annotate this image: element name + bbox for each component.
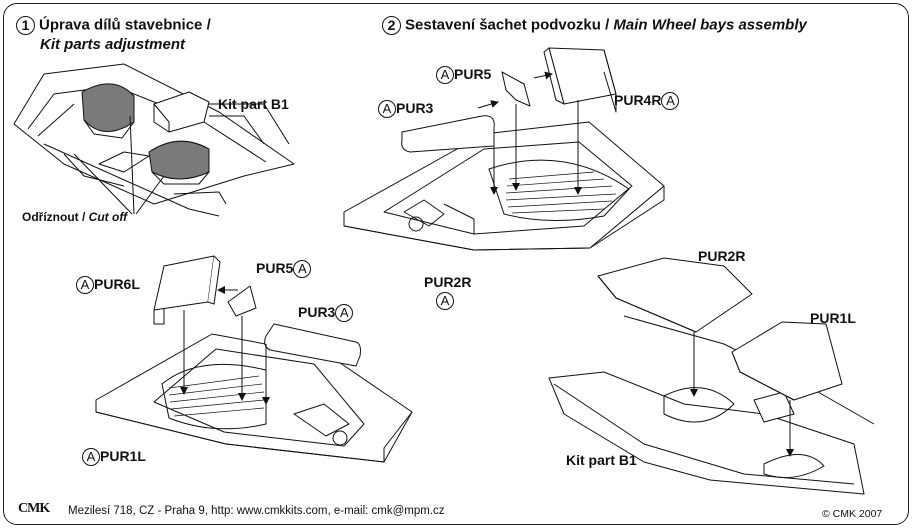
pur6l-text: PUR6L xyxy=(94,276,140,292)
part-pur6l xyxy=(153,255,221,325)
resin-marker-icon: A xyxy=(335,304,354,323)
part-pur5-left xyxy=(227,285,257,317)
kit-part-b1-label: Kit part B1 xyxy=(218,96,289,112)
label-pur2r-mid-marker: A xyxy=(436,292,454,311)
pur1l-bottom-text: PUR1L xyxy=(100,448,146,464)
drawing-canvas xyxy=(13,47,875,495)
resin-marker-icon: A xyxy=(76,276,94,295)
resin-marker-icon: A xyxy=(293,260,312,279)
pur3-top-text: PUR3 xyxy=(396,100,434,116)
step1-number-icon: 1 xyxy=(16,16,35,35)
wheel-bay-top xyxy=(343,121,665,251)
pur4r-text: PUR4R xyxy=(614,92,662,108)
pur5-top-text: PUR5 xyxy=(454,66,492,82)
cut-off-label-en: Cut off xyxy=(88,210,128,224)
resin-marker-icon: A xyxy=(378,100,396,119)
kit-part-b1-step1 xyxy=(13,63,295,217)
assembly-arrows-bottom-left xyxy=(180,286,270,405)
step1-title-cz: Úprava dílů stavebnice / xyxy=(39,16,211,34)
part-pur3-left xyxy=(264,323,361,367)
part-pur2r-right xyxy=(597,257,753,333)
cut-off-label-cz: Odříznout / xyxy=(22,210,86,224)
part-pur3-top xyxy=(401,115,495,153)
step2-number-icon: 2 xyxy=(382,16,401,35)
cut-off-pointer-lines xyxy=(73,115,165,215)
footer-copyright: © CMK 2007 xyxy=(822,508,883,520)
pur5-left-text: PUR5 xyxy=(256,260,294,276)
cmk-logo: CMK xyxy=(18,501,50,516)
resin-marker-icon: A xyxy=(436,66,454,85)
step2-title-en: Main Wheel bays assembly xyxy=(613,16,807,34)
part-pur1l-right xyxy=(731,321,843,401)
resin-marker-icon: A xyxy=(661,92,680,111)
resin-marker-icon: A xyxy=(82,448,100,467)
assembly-arrows-top xyxy=(477,71,582,195)
assembly-arrows-right xyxy=(690,332,794,457)
cut-off-label: Odříznout / Cut off xyxy=(22,210,127,224)
step1-subtitle: Kit parts adjustment xyxy=(40,36,185,53)
step2-title-cz: Sestavení šachet podvozku / xyxy=(405,16,610,34)
wheel-bay-bottom-left xyxy=(95,333,413,463)
part-pur4r xyxy=(543,47,617,113)
footer-address: Mezilesí 718, CZ - Praha 9, http: www.cm… xyxy=(68,505,445,517)
label-kit-part-b1-right: Kit part B1 xyxy=(566,452,637,468)
label-pur2r-mid: PUR2R xyxy=(424,274,472,290)
label-pur2r-right: PUR2R xyxy=(698,248,746,264)
part-pur5-top xyxy=(501,71,531,107)
pur3-left-text: PUR3 xyxy=(298,304,336,320)
step1-title-en: Kit parts adjustment xyxy=(40,36,186,53)
label-pur1l-right: PUR1L xyxy=(810,310,856,326)
resin-marker-icon: A xyxy=(436,292,454,311)
